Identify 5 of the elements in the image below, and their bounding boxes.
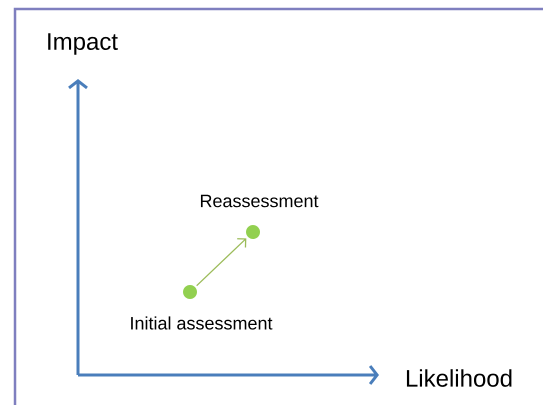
arrow bbox=[196, 238, 246, 286]
axis-label: Impact bbox=[48, 33, 118, 55]
point-label: Reassessment bbox=[200, 194, 318, 208]
point-label: Initial assessment bbox=[131, 316, 272, 330]
axis-label: Likelihood bbox=[406, 369, 512, 387]
